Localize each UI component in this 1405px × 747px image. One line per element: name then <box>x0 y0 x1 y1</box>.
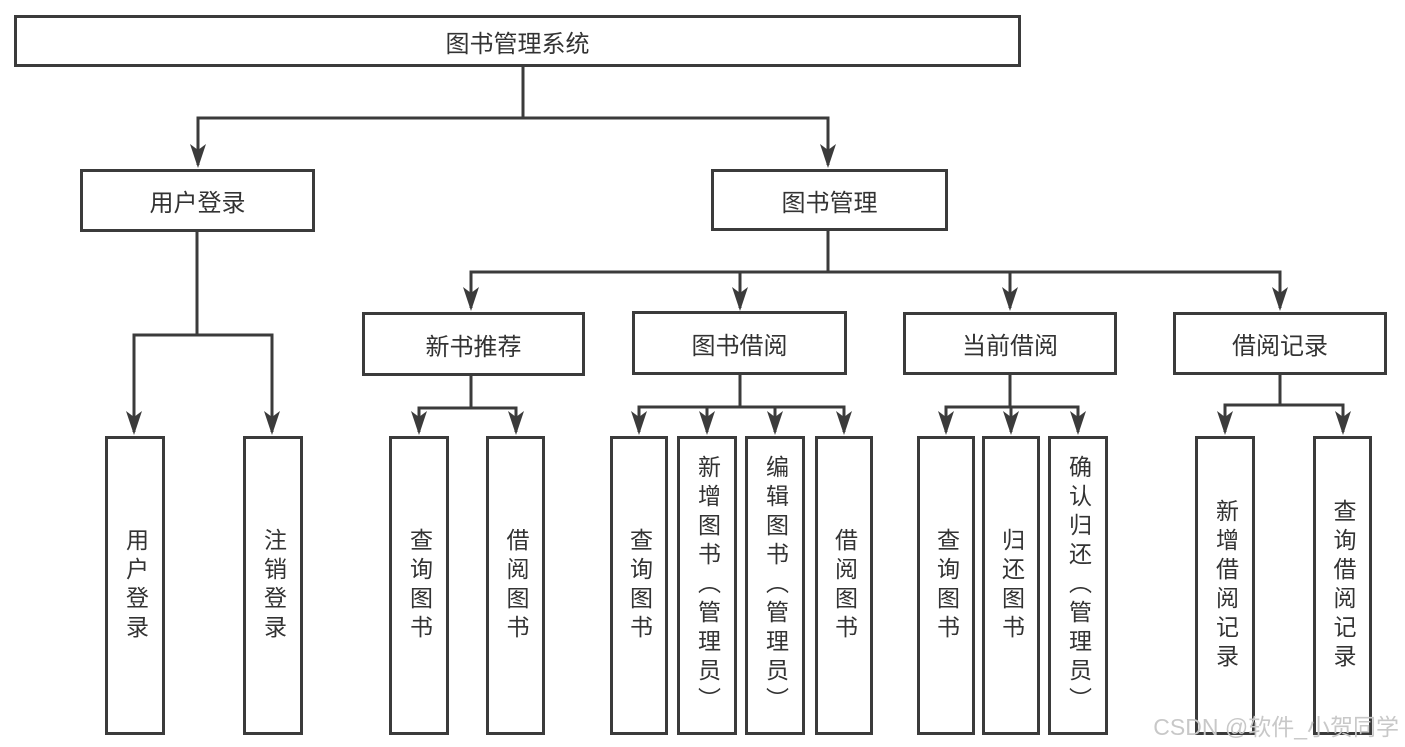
node-root-label: 图书管理系统 <box>445 30 590 58</box>
node-records-add-record-label: 新增借阅记录 <box>1212 498 1239 673</box>
node-current-confirm-return-admin-label: 确认归还（管理员） <box>1065 455 1092 716</box>
node-borrowing-query-books: 查询图书 <box>610 436 668 735</box>
node-user-login-group-label: 用户登录 <box>149 190 246 217</box>
node-records-query-record-label: 查询借阅记录 <box>1330 498 1356 673</box>
node-borrowing-records-label: 借阅记录 <box>1232 333 1328 360</box>
node-current-return-books: 归还图书 <box>982 436 1040 735</box>
node-borrowing-add-books-admin-label: 新增图书（管理员） <box>694 455 721 716</box>
node-recommend-borrow-books-label: 借阅图书 <box>503 527 529 644</box>
node-recommend-query-books-label: 查询图书 <box>406 527 433 644</box>
node-records-query-record: 查询借阅记录 <box>1313 436 1372 735</box>
node-current-confirm-return-admin: 确认归还（管理员） <box>1048 436 1108 735</box>
node-book-borrowing: 图书借阅 <box>632 311 847 375</box>
node-current-return-books-label: 归还图书 <box>998 527 1025 644</box>
node-user-login-group: 用户登录 <box>80 169 315 232</box>
node-logout-login: 注销登录 <box>243 436 303 735</box>
node-borrowing-records: 借阅记录 <box>1173 312 1387 375</box>
node-recommend-borrow-books: 借阅图书 <box>486 436 545 735</box>
node-borrowing-add-books-admin: 新增图书（管理员） <box>677 436 737 735</box>
node-current-borrowing: 当前借阅 <box>903 312 1117 375</box>
node-logout-login-label: 注销登录 <box>260 527 287 644</box>
csdn-watermark: CSDN @软件_小贺同学 <box>1153 714 1399 740</box>
node-current-query-books: 查询图书 <box>917 436 975 735</box>
node-borrowing-edit-books-admin: 编辑图书（管理员） <box>745 436 805 735</box>
node-user-login-label: 用户登录 <box>122 527 149 644</box>
node-book-management: 图书管理 <box>711 169 948 231</box>
node-records-add-record: 新增借阅记录 <box>1195 436 1255 735</box>
node-borrowing-borrow-books: 借阅图书 <box>815 436 873 735</box>
node-borrowing-query-books-label: 查询图书 <box>626 527 653 644</box>
node-book-borrowing-label: 图书借阅 <box>691 332 788 360</box>
node-new-book-recommend-label: 新书推荐 <box>425 333 522 361</box>
node-borrowing-edit-books-admin-label: 编辑图书（管理员） <box>762 455 789 716</box>
node-user-login: 用户登录 <box>105 436 165 735</box>
node-root: 图书管理系统 <box>14 15 1021 67</box>
node-current-borrowing-label: 当前借阅 <box>962 333 1058 360</box>
node-current-query-books-label: 查询图书 <box>933 527 960 644</box>
node-recommend-query-books: 查询图书 <box>389 436 449 735</box>
node-borrowing-borrow-books-label: 借阅图书 <box>831 527 858 644</box>
node-book-management-label: 图书管理 <box>781 189 878 217</box>
node-new-book-recommend: 新书推荐 <box>362 312 585 376</box>
